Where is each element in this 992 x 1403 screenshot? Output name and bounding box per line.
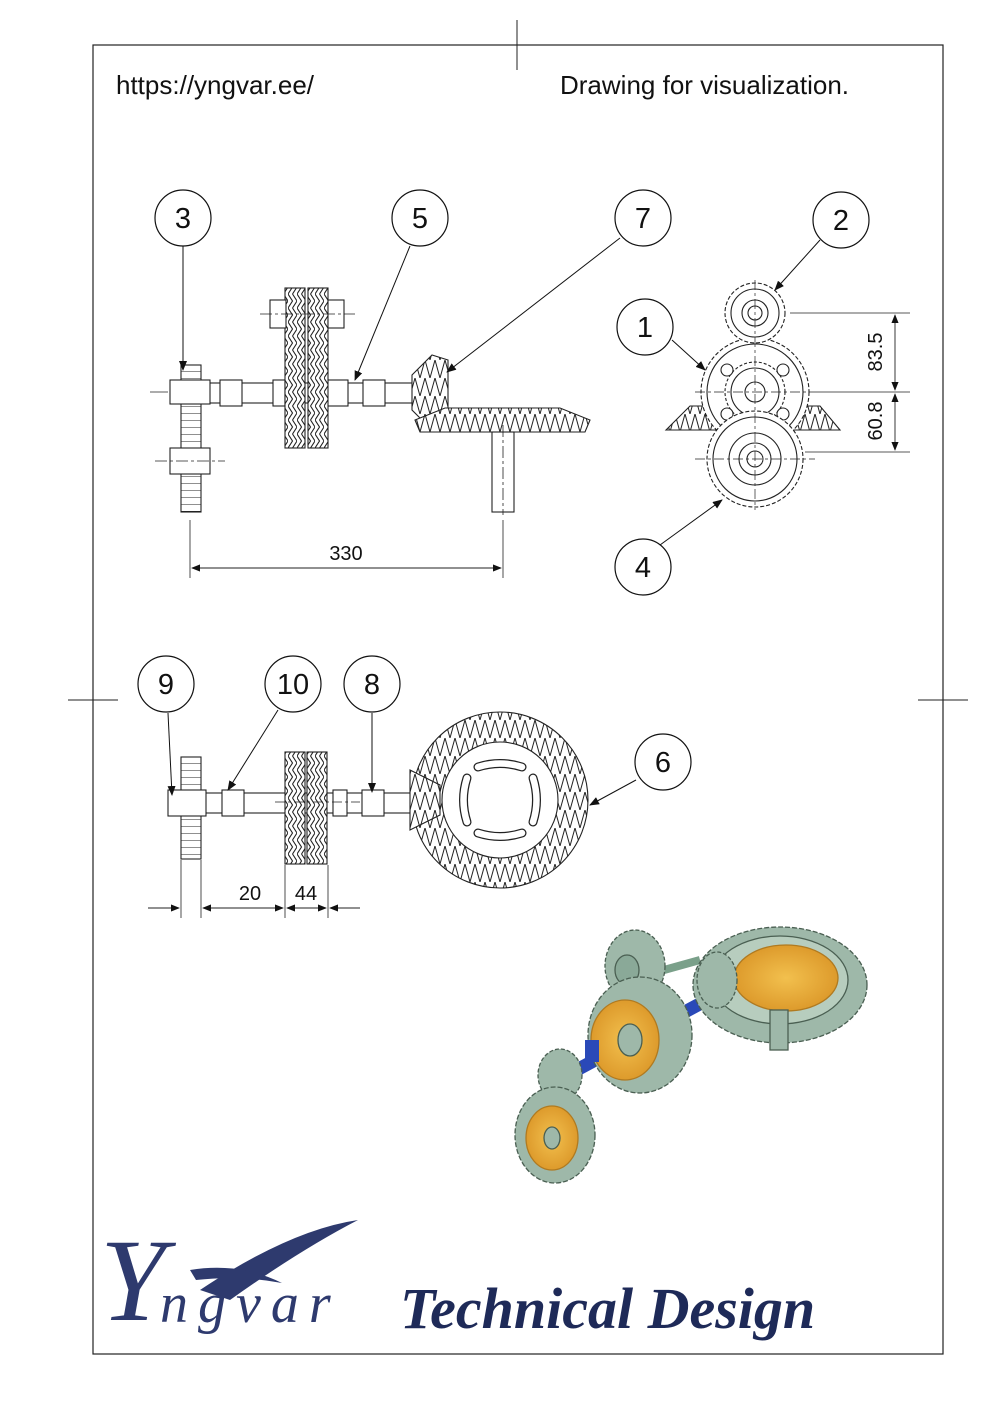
balloon-8: 8 xyxy=(343,655,401,713)
dim-330: 330 xyxy=(329,543,362,565)
balloon-5: 5 xyxy=(391,189,449,247)
website-url[interactable]: https://yngvar.ee/ xyxy=(116,70,315,100)
svg-text:5: 5 xyxy=(412,203,428,235)
dim-60-8: 60.8 xyxy=(865,402,887,441)
balloon-9: 9 xyxy=(137,655,195,713)
yngvar-logo: Y ngvar Technical Design xyxy=(100,1215,815,1346)
svg-text:7: 7 xyxy=(635,203,651,235)
balloon-1: 1 xyxy=(616,298,674,356)
dim-20: 20 xyxy=(239,883,261,905)
svg-text:3: 3 xyxy=(175,203,191,235)
drawing-frame xyxy=(68,20,968,1355)
balloon-7: 7 xyxy=(614,189,672,247)
svg-text:10: 10 xyxy=(277,669,309,701)
logo-wordmark: ngvar xyxy=(160,1273,341,1335)
isometric-render xyxy=(514,926,868,1184)
balloon-4: 4 xyxy=(614,538,672,596)
logo-mark: Y xyxy=(100,1215,177,1346)
dim-44: 44 xyxy=(295,883,317,905)
balloon-6: 6 xyxy=(634,733,692,791)
balloon-10: 10 xyxy=(264,655,322,713)
svg-text:8: 8 xyxy=(364,669,380,701)
svg-text:1: 1 xyxy=(637,312,653,344)
balloon-2: 2 xyxy=(812,191,870,249)
top-view xyxy=(148,711,589,918)
svg-text:2: 2 xyxy=(833,205,849,237)
drawing-note: Drawing for visualization. xyxy=(560,70,850,100)
svg-text:4: 4 xyxy=(635,552,651,584)
logo-tagline: Technical Design xyxy=(400,1276,815,1341)
end-view xyxy=(664,280,910,510)
dim-83-5: 83.5 xyxy=(865,333,887,372)
leader-lines xyxy=(167,237,821,806)
balloon-3: 3 xyxy=(154,189,212,247)
svg-text:9: 9 xyxy=(158,669,174,701)
side-view xyxy=(150,287,591,578)
svg-text:6: 6 xyxy=(655,747,671,779)
